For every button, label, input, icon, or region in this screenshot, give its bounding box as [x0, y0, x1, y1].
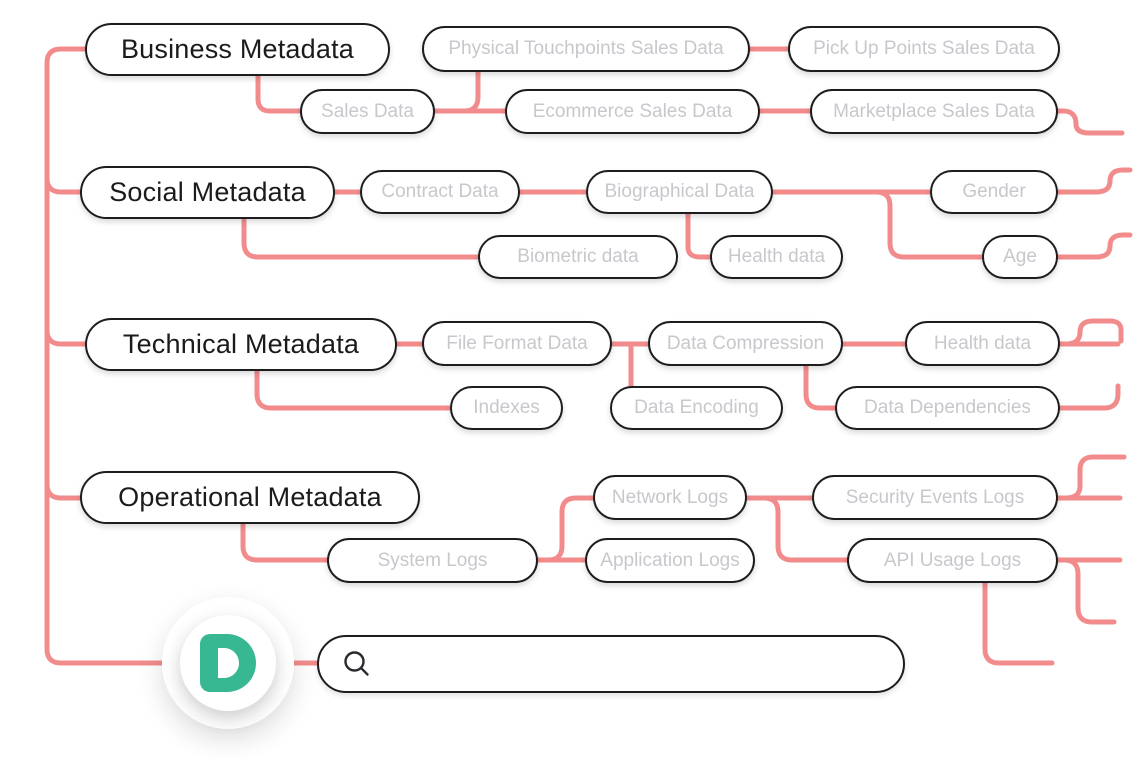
node-network-logs: Network Logs: [593, 475, 747, 520]
node-data-compression: Data Compression: [648, 321, 843, 366]
brand-d-logo-notch: [218, 648, 239, 678]
edge-trunk-social: [44, 175, 83, 195]
edge-operational-systemlogs: [240, 521, 330, 563]
node-data-dependencies: Data Dependencies: [835, 386, 1060, 430]
brand-logo-bubble: [162, 597, 294, 729]
edge-sales-physical-touchpoints: [461, 69, 481, 114]
search-icon: [341, 648, 373, 680]
node-social-metadata: Social Metadata: [80, 166, 335, 219]
edge-biographical-age: [873, 189, 985, 260]
node-api-usage-logs: API Usage Logs: [847, 538, 1058, 583]
edge-healthdata-offscreen-hook: [1063, 318, 1124, 347]
node-contract-data: Contract Data: [360, 170, 520, 214]
node-biographical-data: Biographical Data: [586, 170, 773, 214]
search-bar[interactable]: [317, 635, 905, 693]
node-file-format-data: File Format Data: [422, 321, 612, 366]
node-marketplace-sales-data: Marketplace Sales Data: [810, 89, 1058, 134]
brand-logo-inner-circle: [180, 615, 276, 711]
edge-age-offscreen: [1055, 232, 1133, 260]
edge-social-biometric: [241, 216, 481, 260]
node-ecommerce-sales-data: Ecommerce Sales Data: [505, 89, 760, 134]
node-health-data-social: Health data: [710, 235, 843, 279]
edge-apiusage-offscreen-down: [1061, 557, 1117, 625]
edge-apiusage-bottom: [982, 580, 1055, 666]
node-security-events-logs: Security Events Logs: [812, 475, 1058, 520]
node-operational-metadata: Operational Metadata: [80, 471, 420, 524]
node-sales-data: Sales Data: [300, 89, 435, 134]
edge-gender-offscreen: [1055, 167, 1133, 195]
edge-business-sales-data: [255, 73, 303, 114]
edge-networklogs-apiusage: [744, 495, 850, 563]
node-pick-up-points-sales-data: Pick Up Points Sales Data: [788, 26, 1060, 72]
search-input[interactable]: [385, 636, 887, 692]
edge-technical-indexes: [254, 368, 453, 411]
node-physical-touchpoints-sales-data: Physical Touchpoints Sales Data: [422, 26, 750, 72]
edge-compression-dependencies: [803, 363, 838, 411]
edge-biographical-health: [685, 211, 713, 260]
node-application-logs: Application Logs: [585, 538, 755, 583]
node-gender: Gender: [930, 170, 1058, 214]
node-health-data-technical: Health data: [905, 321, 1060, 366]
node-system-logs: System Logs: [327, 538, 538, 583]
edge-systemlogs-networklogs: [545, 495, 596, 563]
node-indexes: Indexes: [450, 386, 563, 430]
brand-d-logo-icon: [200, 634, 256, 692]
node-biometric-data: Biometric data: [478, 235, 678, 279]
edge-securityevents-offscreen-up: [1063, 454, 1127, 501]
edge-marketplace-offscreen: [1055, 108, 1125, 136]
node-age: Age: [982, 235, 1058, 279]
node-technical-metadata: Technical Metadata: [85, 318, 397, 371]
node-data-encoding: Data Encoding: [610, 386, 783, 430]
edge-trunk-operational: [44, 481, 83, 501]
edge-dependencies-offscreen: [1057, 383, 1121, 411]
node-business-metadata: Business Metadata: [85, 23, 390, 76]
edge-trunk: [44, 46, 166, 666]
edge-trunk-technical: [44, 327, 88, 347]
